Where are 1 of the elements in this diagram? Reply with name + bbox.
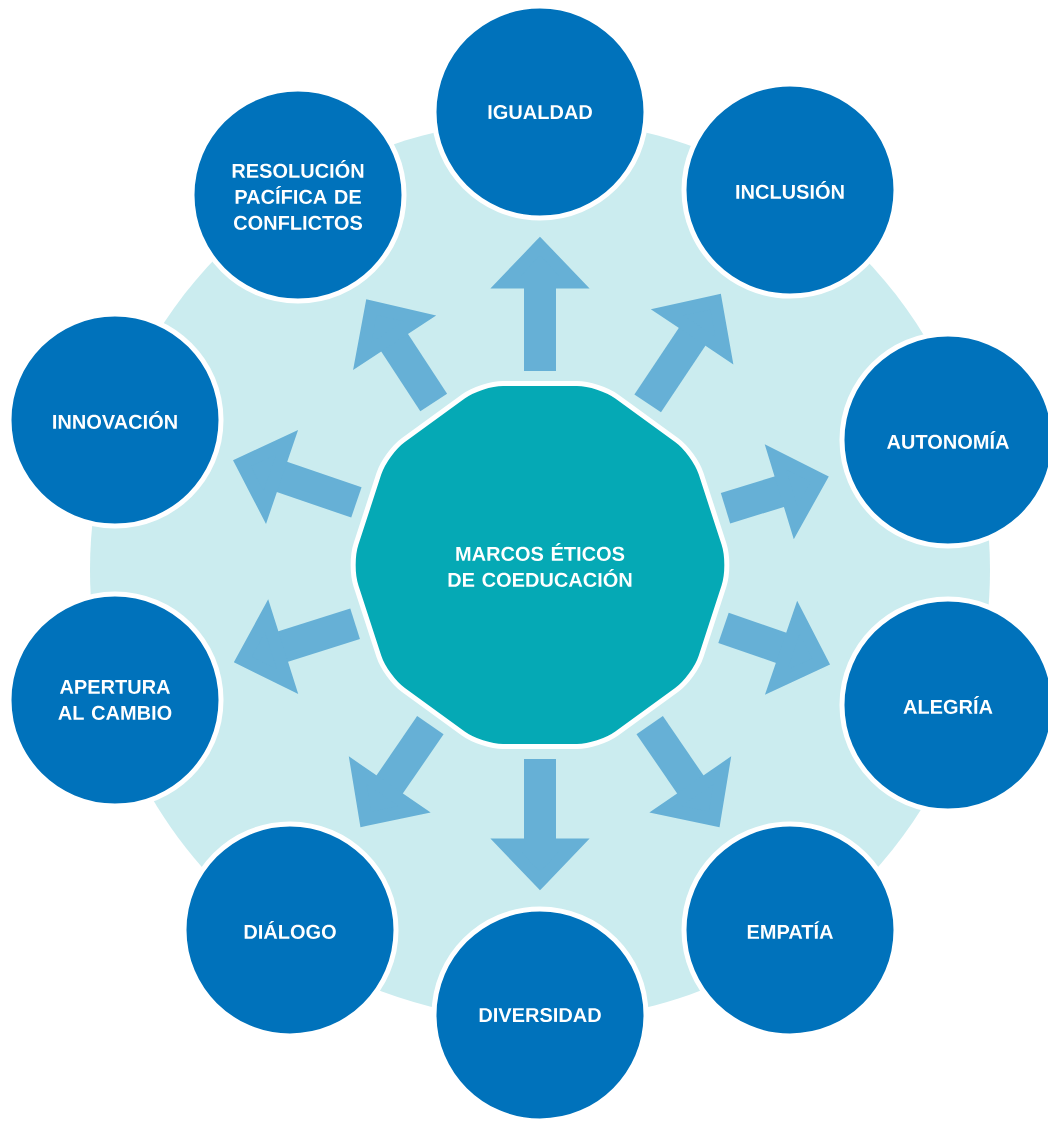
center-polygon: MARCOS ÉTICOS DE COEDUCACIÓN <box>350 381 730 749</box>
